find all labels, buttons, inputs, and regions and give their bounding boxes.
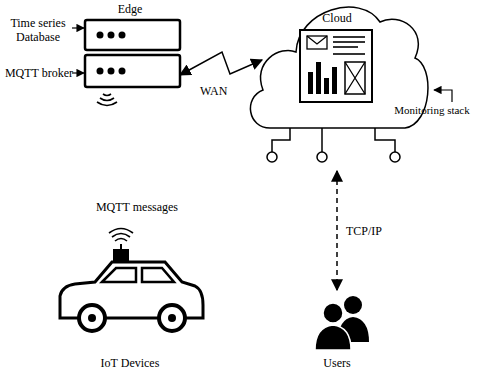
person-head	[323, 303, 343, 323]
roof-sensor	[113, 249, 129, 262]
wifi-symbol	[97, 94, 117, 106]
annotation-label: MQTT messages	[92, 200, 182, 214]
node-box: Edge	[80, 2, 180, 117]
annotation-label: Time series Database	[4, 16, 72, 44]
envelope-flap	[307, 36, 327, 44]
dashboard	[300, 30, 372, 102]
wheel-hub	[168, 314, 176, 322]
server-led	[97, 32, 104, 39]
node-label: Cloud	[322, 11, 351, 25]
car-window	[142, 268, 174, 282]
text-lines	[333, 37, 365, 54]
image-box	[345, 62, 365, 94]
node-box: Users	[297, 290, 377, 372]
leader-arrow	[72, 27, 84, 28]
wifi-symbol	[109, 229, 133, 242]
wheel-hub	[88, 314, 96, 322]
node-label: IoT Devices	[101, 356, 160, 370]
car-wheel	[159, 305, 185, 331]
node-label: Users	[323, 356, 350, 370]
cloud-port	[317, 152, 327, 162]
person-body	[315, 325, 351, 350]
annotation-label: MQTT broker	[4, 66, 74, 80]
person-head	[344, 296, 362, 314]
bar-chart	[308, 62, 337, 94]
server-led	[119, 68, 126, 75]
cloud-legs	[272, 128, 395, 152]
connector	[336, 171, 338, 290]
connector-label: WAN	[198, 84, 229, 98]
antenna	[120, 244, 122, 249]
server-unit	[85, 55, 180, 87]
envelope	[307, 36, 327, 49]
users-icon	[315, 296, 369, 350]
leader-arrow	[72, 72, 84, 73]
car-wheel	[79, 305, 105, 331]
cloud-port	[390, 152, 400, 162]
connector-label: TCP/IP	[344, 224, 384, 238]
annotation-label: Monitoring stack	[390, 103, 474, 117]
server-led	[108, 68, 115, 75]
server-led	[108, 32, 115, 39]
server-icon	[85, 20, 180, 106]
leader-arrow	[434, 90, 452, 102]
connector	[180, 52, 262, 75]
server-led	[119, 32, 126, 39]
node-label: Edge	[118, 2, 143, 16]
server-led	[97, 68, 104, 75]
cloud-icon	[250, 7, 428, 162]
image-cross	[345, 62, 365, 94]
car-window	[102, 268, 136, 282]
car-icon	[60, 229, 203, 332]
node-box: IoT Devices	[50, 228, 210, 372]
node-box: Cloud	[262, 0, 412, 170]
cloud-port	[267, 152, 277, 162]
server-unit	[85, 20, 180, 50]
